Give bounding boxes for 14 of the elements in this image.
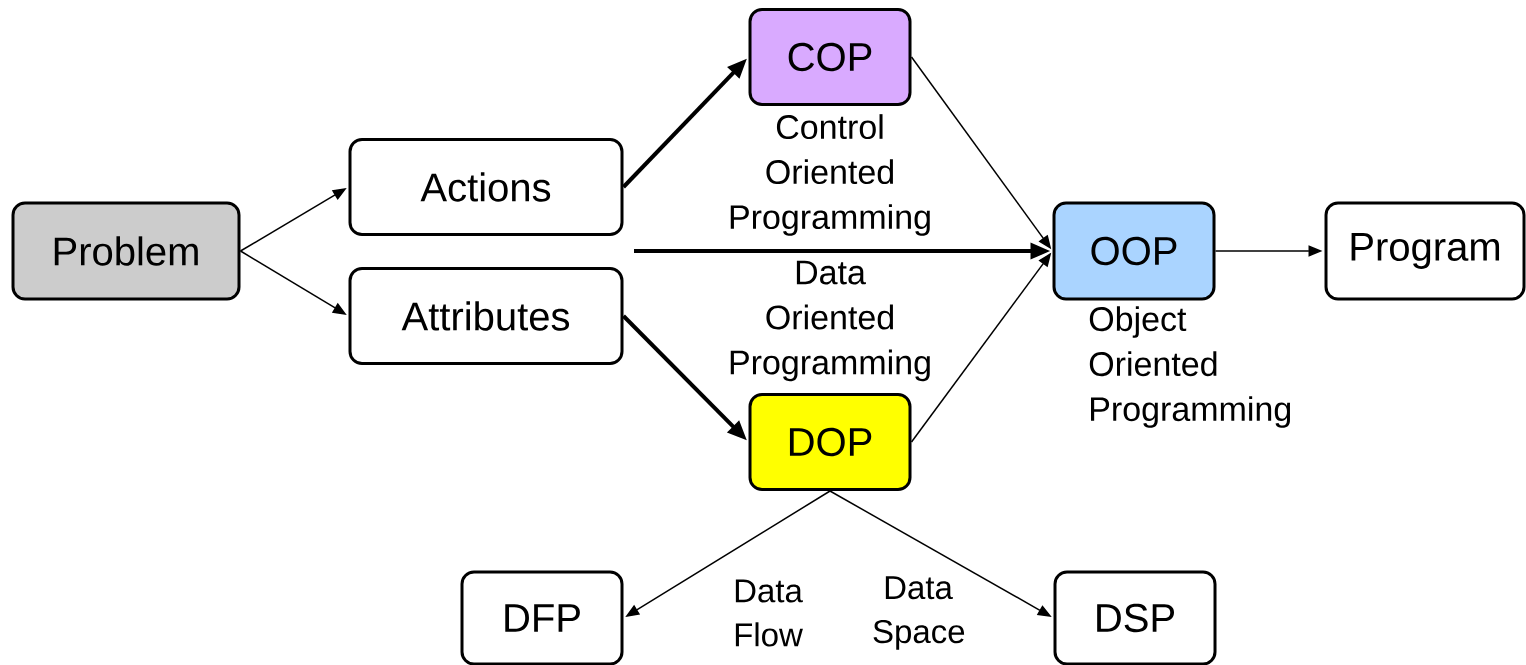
process-box: OOP — [1052, 201, 1216, 301]
node-label: Data Oriented Programming — [730, 260, 930, 382]
node-label: Control Oriented Programming — [730, 114, 930, 236]
process-box: DOP — [748, 393, 912, 491]
node-label: Object Oriented Programming — [1089, 306, 1291, 428]
process-box: Actions — [348, 138, 624, 236]
process-box: DSP — [1053, 570, 1217, 665]
process-box: Attributes — [348, 267, 624, 365]
edge-label: Data Space — [873, 576, 965, 650]
process-box: Program — [1324, 201, 1526, 301]
edge-label: Data Flow — [735, 579, 803, 647]
process-box: Problem — [11, 201, 241, 301]
process-box: DFP — [460, 570, 624, 665]
process-box: COP — [748, 8, 912, 106]
